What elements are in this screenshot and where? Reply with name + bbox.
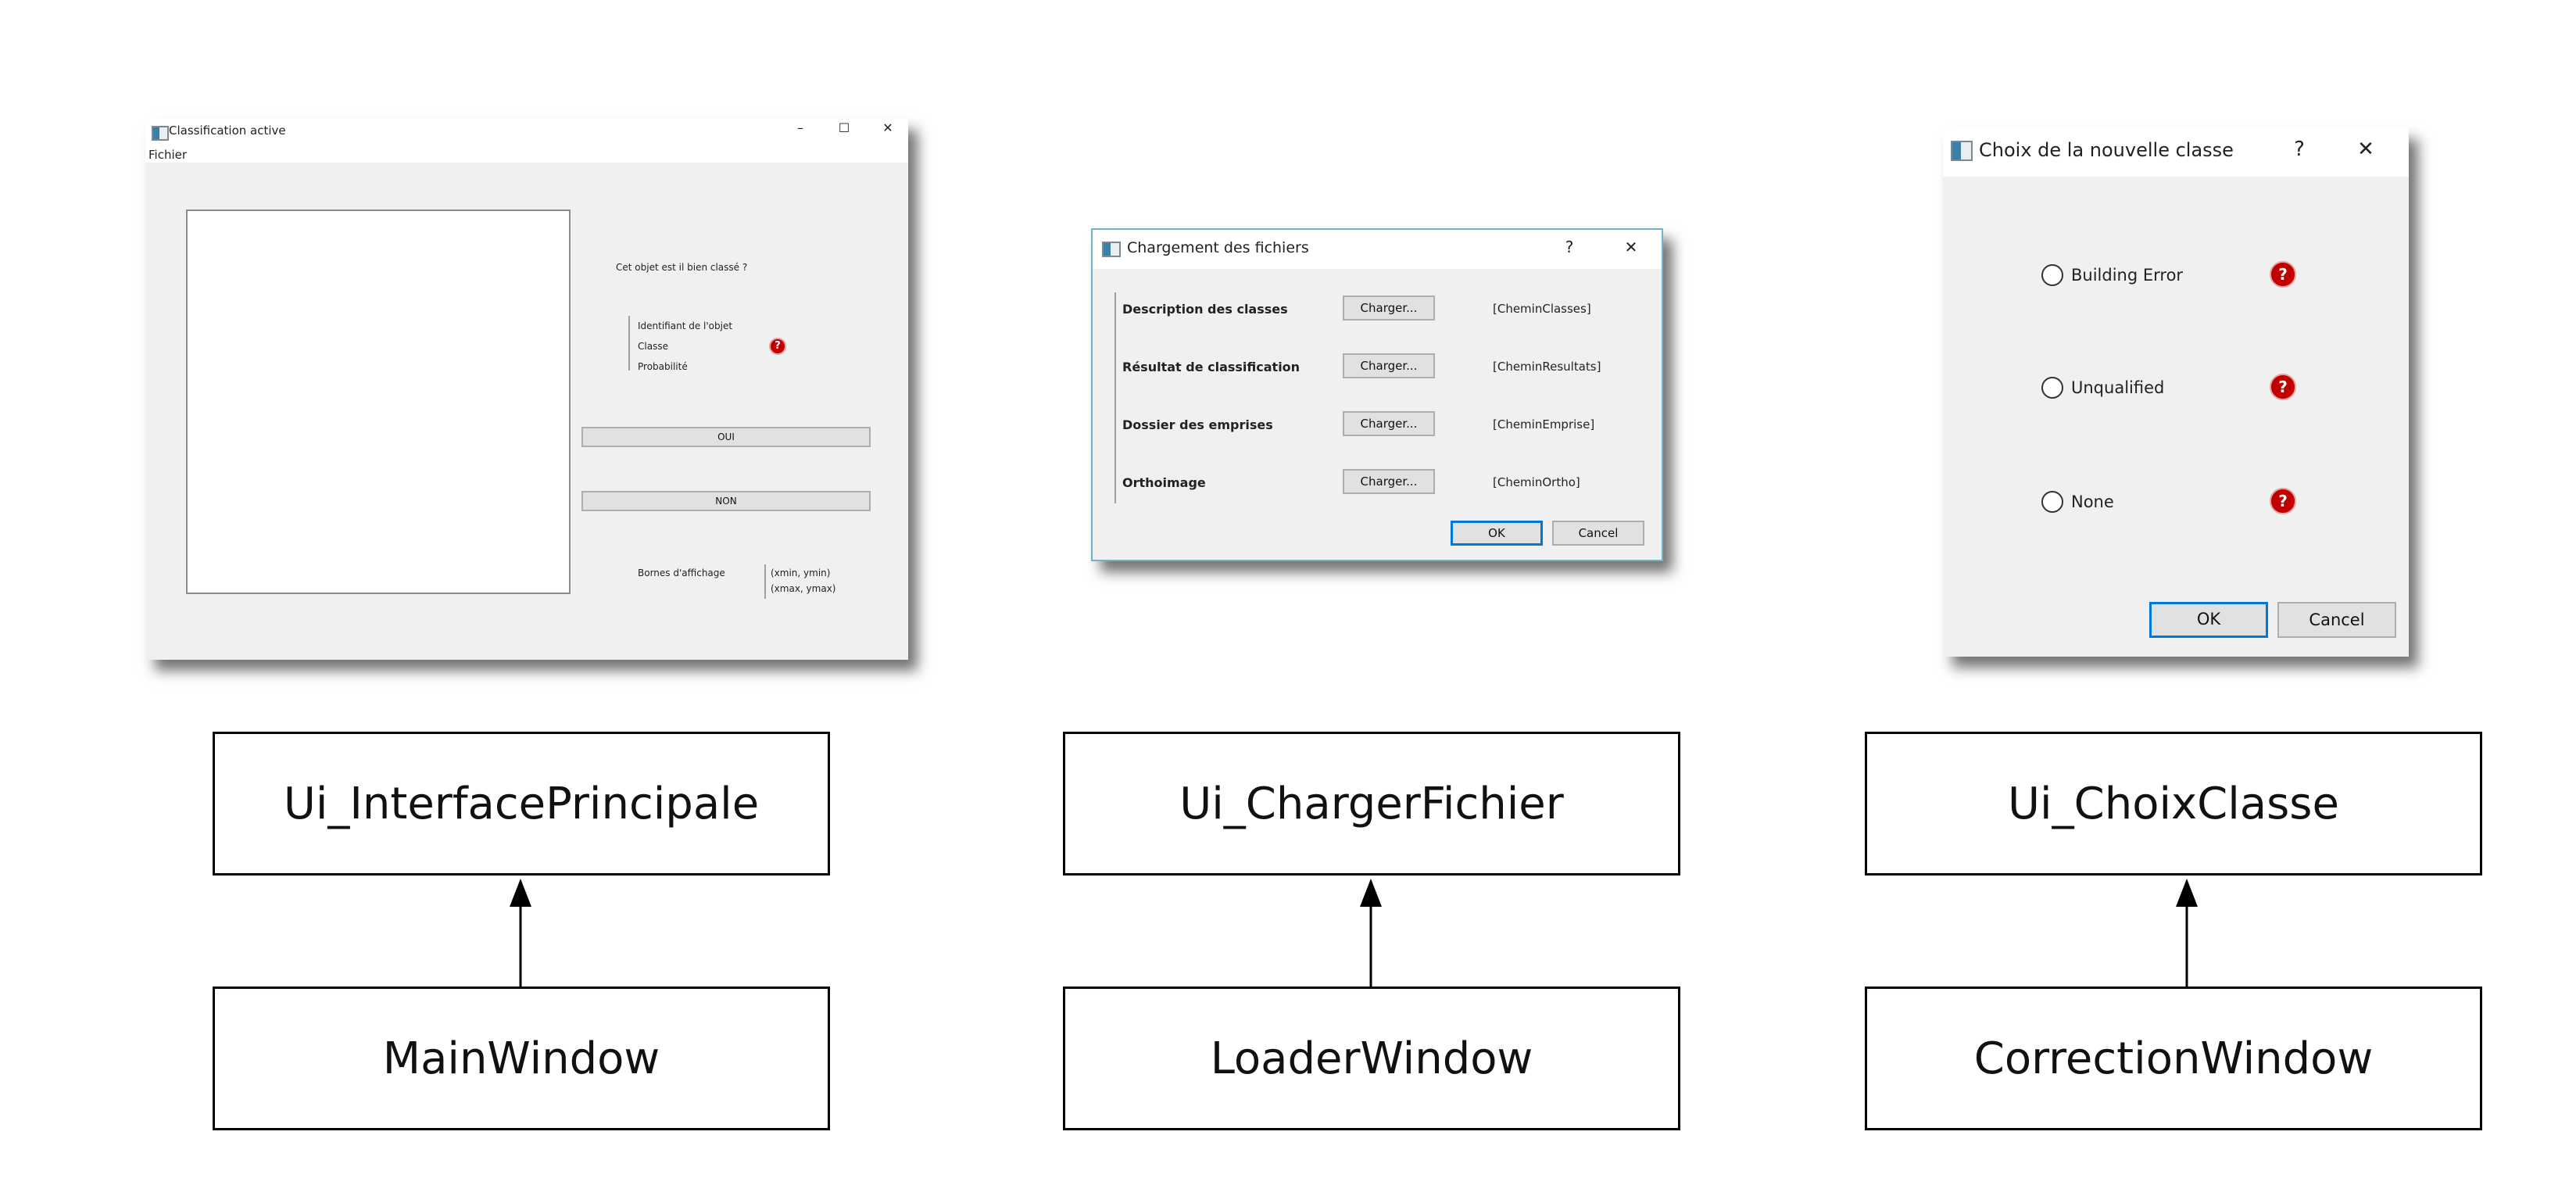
charger-button[interactable]: Charger... <box>1343 411 1435 436</box>
object-image-view <box>186 209 571 594</box>
app-icon <box>152 126 169 141</box>
inheritance-arrow-correction <box>2176 879 2198 987</box>
class-option-label: Building Error <box>2071 266 2184 285</box>
menu-fichier[interactable]: Fichier <box>148 148 188 162</box>
close-icon[interactable]: ✕ <box>1624 238 1638 256</box>
app-icon <box>1102 242 1121 257</box>
inheritance-arrow-main <box>510 879 531 987</box>
choice-window-screenshot: Choix de la nouvelle classe ? ✕ Building… <box>1943 128 2409 657</box>
bounds-min-value: (xmin, ymin) <box>771 568 831 578</box>
class-help-icon[interactable]: ? <box>2270 261 2296 288</box>
loader-row-label: Description des classes <box>1122 302 1288 317</box>
bounds-max-value: (xmax, ymax) <box>771 583 836 594</box>
ui-class-box-choix: Ui_ChoixClasse <box>1865 732 2482 876</box>
ui-class-box-charger: Ui_ChargerFichier <box>1063 732 1680 876</box>
loaderwindow-class-box: LoaderWindow <box>1063 987 1680 1130</box>
class-radio[interactable] <box>2041 264 2063 286</box>
bounds-divider <box>764 564 766 599</box>
ok-button[interactable]: OK <box>1451 521 1543 546</box>
class-help-icon[interactable]: ? <box>2270 488 2296 514</box>
main-window-titlebar: Classification active Fichier – ☐ ✕ <box>145 119 908 163</box>
charger-button[interactable]: Charger... <box>1343 295 1435 320</box>
main-window-title: Classification active <box>169 124 286 138</box>
probability-label: Probabilité <box>638 361 688 372</box>
choice-window-title: Choix de la nouvelle classe <box>1979 139 2234 161</box>
help-icon[interactable]: ? <box>2294 138 2305 161</box>
loader-row-path: [CheminResultats] <box>1493 360 1601 374</box>
class-radio[interactable] <box>2041 377 2063 399</box>
yes-button[interactable]: OUI <box>581 427 871 447</box>
minimize-icon[interactable]: – <box>797 120 803 135</box>
mainwindow-class-box: MainWindow <box>213 987 830 1130</box>
loader-row-path: [CheminClasses] <box>1493 302 1591 316</box>
cancel-button[interactable]: Cancel <box>2277 602 2396 638</box>
loader-row-path: [CheminEmprise] <box>1493 417 1595 431</box>
question-label: Cet objet est il bien classé ? <box>616 262 748 273</box>
fields-divider <box>628 316 630 371</box>
class-label: Classe <box>638 341 668 352</box>
loader-left-rule <box>1114 292 1116 503</box>
maximize-icon[interactable]: ☐ <box>838 120 850 135</box>
choice-window-titlebar: Choix de la nouvelle classe ? ✕ <box>1943 128 2409 177</box>
app-icon <box>1951 141 1973 161</box>
bounds-label: Bornes d'affichage <box>638 568 725 578</box>
loader-row-label: Orthoimage <box>1122 475 1206 490</box>
main-window-screenshot: Classification active Fichier – ☐ ✕ Cet … <box>145 119 908 660</box>
ok-button[interactable]: OK <box>2149 602 2268 638</box>
ui-class-box-principale: Ui_InterfacePrincipale <box>213 732 830 876</box>
close-icon[interactable]: ✕ <box>882 120 893 135</box>
loader-window-title: Chargement des fichiers <box>1127 239 1309 256</box>
close-icon[interactable]: ✕ <box>2357 138 2374 161</box>
cancel-button[interactable]: Cancel <box>1552 521 1644 546</box>
class-option-label: None <box>2071 492 2114 511</box>
loader-row-label: Dossier des emprises <box>1122 417 1273 432</box>
charger-button[interactable]: Charger... <box>1343 353 1435 378</box>
loader-row-label: Résultat de classification <box>1122 360 1301 374</box>
help-icon[interactable]: ? <box>1565 238 1574 256</box>
no-button[interactable]: NON <box>581 491 871 511</box>
correctionwindow-class-box: CorrectionWindow <box>1865 987 2482 1130</box>
loader-window-screenshot: Chargement des fichiers ? ✕ Description … <box>1091 228 1663 561</box>
charger-button[interactable]: Charger... <box>1343 469 1435 494</box>
loader-window-titlebar: Chargement des fichiers ? ✕ <box>1093 230 1662 269</box>
class-option-label: Unqualified <box>2071 378 2165 397</box>
loader-row-path: [CheminOrtho] <box>1493 475 1580 489</box>
class-help-icon[interactable]: ? <box>769 338 786 355</box>
class-help-icon[interactable]: ? <box>2270 374 2296 400</box>
object-id-label: Identifiant de l'objet <box>638 320 733 331</box>
class-radio[interactable] <box>2041 491 2063 513</box>
inheritance-arrow-loader <box>1360 879 1382 987</box>
